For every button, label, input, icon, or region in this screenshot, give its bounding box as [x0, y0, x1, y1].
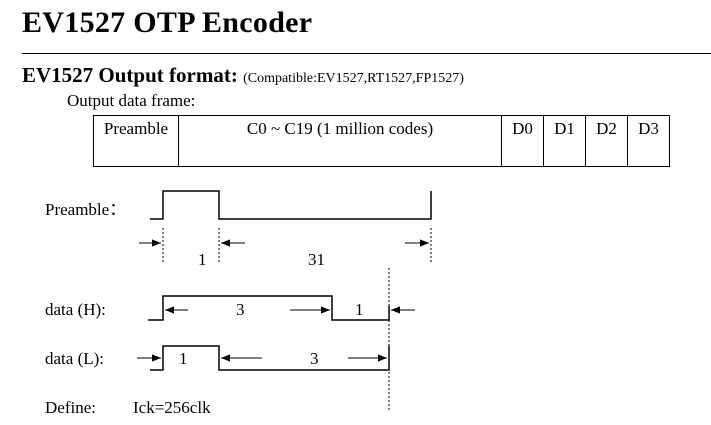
compatibility-note: (Compatible:EV1527,RT1527,FP1527)	[243, 71, 464, 86]
section-heading-text: EV1527 Output format:	[22, 63, 238, 87]
data-h-low-width: 1	[355, 300, 364, 319]
preamble-high-width: 1	[198, 250, 207, 269]
data-h-label: data (H):	[45, 300, 106, 319]
define-value: Ick=256clk	[133, 398, 211, 417]
frame-cell-d1: D1	[543, 115, 586, 167]
define-label: Define:	[45, 398, 96, 417]
data-l-low-width: 3	[310, 349, 319, 368]
data-h-waveform	[148, 295, 390, 321]
frame-cell-d3: D3	[627, 115, 670, 167]
data-l-label: data (L):	[45, 349, 104, 368]
frame-cell-d0: D0	[501, 115, 544, 167]
frame-label: Output data frame:	[67, 91, 196, 110]
data-frame-table: Preamble C0 ~ C19 (1 million codes) D0 D…	[93, 115, 670, 167]
data-l-high-width: 1	[179, 349, 188, 368]
data-l-waveform	[150, 345, 390, 371]
section-heading: EV1527 Output format: (Compatible:EV1527…	[22, 63, 464, 88]
title-rule	[22, 53, 711, 54]
data-frame-row: Preamble C0 ~ C19 (1 million codes) D0 D…	[93, 115, 670, 167]
frame-cell-d2: D2	[585, 115, 628, 167]
preamble-low-width: 31	[308, 250, 325, 269]
frame-cell-code: C0 ~ C19 (1 million codes)	[178, 115, 502, 167]
page-title: EV1527 OTP Encoder	[22, 6, 313, 39]
preamble-label: Preamble：	[45, 200, 126, 219]
preamble-waveform	[150, 190, 432, 220]
data-h-high-width: 3	[236, 300, 245, 319]
